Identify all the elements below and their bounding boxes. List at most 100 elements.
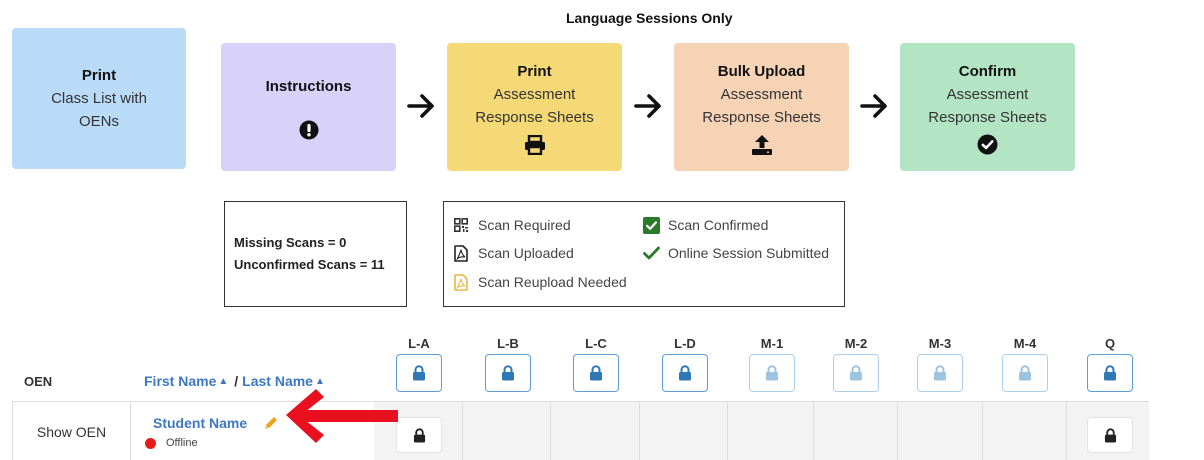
lock-column-button[interactable] <box>573 354 619 392</box>
lock-column-button[interactable] <box>1002 354 1048 392</box>
step-bulk-upload[interactable]: Bulk Upload Assessment Response Sheets <box>674 43 849 171</box>
upload-icon <box>751 134 773 155</box>
lock-column-button[interactable] <box>396 354 442 392</box>
step-title: Instructions <box>265 77 352 95</box>
lock-icon <box>502 365 514 381</box>
lock-icon <box>679 365 691 381</box>
step-title: Confirm <box>958 62 1017 80</box>
column-label: M-1 <box>760 336 784 351</box>
lock-column-button[interactable] <box>833 354 879 392</box>
lock-icon <box>1104 427 1116 442</box>
column-header-l-b: L-B <box>484 336 532 392</box>
column-label: Q <box>1104 336 1116 351</box>
step-line: Response Sheets <box>702 108 821 126</box>
column-header-oen: OEN <box>24 374 53 389</box>
legend-scan-uploaded: Scan Uploaded <box>452 244 574 262</box>
column-label: M-3 <box>928 336 952 351</box>
step-line: Response Sheets <box>928 108 1047 126</box>
lock-icon <box>1104 365 1116 381</box>
cell-m-3 <box>898 402 983 460</box>
qr-code-icon <box>452 216 470 234</box>
legend-label: Scan Reupload Needed <box>478 274 627 290</box>
step-instructions[interactable]: Instructions <box>221 43 396 171</box>
lock-icon <box>590 365 602 381</box>
step-line: Assessment <box>946 85 1029 103</box>
lock-column-button[interactable] <box>749 354 795 392</box>
exclamation-circle-icon <box>299 120 319 140</box>
cell-m-4 <box>983 402 1067 460</box>
column-label: L-A <box>408 336 430 351</box>
cell-l-a <box>374 402 463 460</box>
sort-both-icon[interactable]: ▲ <box>218 375 229 387</box>
step-print-class-list[interactable]: Print Class List with OENs <box>12 28 186 169</box>
step-line: Class List with <box>51 90 147 107</box>
session-lock-button[interactable] <box>1087 417 1133 453</box>
column-label: L-B <box>497 336 519 351</box>
status-dot <box>145 437 156 449</box>
column-header-name: First Name ▲ / Last Name ▲ <box>144 373 327 389</box>
student-name-cell: Student Name Offline <box>131 402 374 460</box>
cell-m-1 <box>728 402 814 460</box>
legend-box: Scan Required Scan Uploaded Scan Reuploa… <box>443 201 845 307</box>
legend-label: Scan Uploaded <box>478 245 574 261</box>
printer-icon <box>524 134 546 155</box>
column-header-l-c: L-C <box>572 336 620 392</box>
column-header-l-a: L-A <box>395 336 443 392</box>
cell-m-2 <box>814 402 898 460</box>
arrow-right-icon <box>860 94 887 118</box>
cell-l-d <box>640 402 728 460</box>
step-title: Print <box>517 62 552 80</box>
table-row: Show OEN Student Name Offline <box>12 401 1149 460</box>
step-line: OENs <box>78 113 119 130</box>
sort-asc-icon[interactable]: ▲ <box>314 375 325 387</box>
lock-column-button[interactable] <box>485 354 531 392</box>
column-header-m-4: M-4 <box>1001 336 1049 392</box>
legend-scan-confirmed: Scan Confirmed <box>642 216 768 234</box>
lock-column-button[interactable] <box>662 354 708 392</box>
step-line: Assessment <box>493 85 576 103</box>
legend-label: Online Session Submitted <box>668 245 830 261</box>
lock-icon <box>766 365 778 381</box>
session-lock-button[interactable] <box>396 417 442 453</box>
column-label: M-4 <box>1013 336 1037 351</box>
lock-icon <box>1019 365 1031 381</box>
step-confirm[interactable]: Confirm Assessment Response Sheets <box>900 43 1075 171</box>
lock-column-button[interactable] <box>917 354 963 392</box>
cell-l-b <box>463 402 551 460</box>
arrow-right-icon <box>634 94 661 118</box>
step-title: Bulk Upload <box>717 62 806 80</box>
pdf-file-icon <box>452 244 470 262</box>
lock-icon <box>413 365 425 381</box>
checkmark-icon <box>642 244 660 262</box>
unconfirmed-scans-count: Unconfirmed Scans = 11 <box>234 257 385 272</box>
session-label: Language Sessions Only <box>566 10 733 26</box>
step-line: Assessment <box>720 85 803 103</box>
student-name-link[interactable]: Student Name <box>153 415 248 431</box>
missing-scans-count: Missing Scans = 0 <box>234 235 347 250</box>
legend-scan-reupload-needed: Scan Reupload Needed <box>452 273 627 291</box>
cell-q <box>1067 402 1149 460</box>
column-label: L-C <box>585 336 607 351</box>
scan-stats-box: Missing Scans = 0 Unconfirmed Scans = 11 <box>224 201 407 307</box>
name-separator: / <box>234 373 239 389</box>
show-oen-button[interactable]: Show OEN <box>12 402 131 460</box>
column-label: M-2 <box>844 336 868 351</box>
edit-pencil-icon[interactable] <box>263 415 279 436</box>
lock-icon <box>850 365 862 381</box>
cell-l-c <box>551 402 640 460</box>
lock-column-button[interactable] <box>1087 354 1133 392</box>
lock-icon <box>413 427 425 442</box>
legend-online-session-submitted: Online Session Submitted <box>642 244 829 262</box>
sort-first-name-link[interactable]: First Name <box>144 373 217 389</box>
check-circle-icon <box>977 134 998 155</box>
column-label: L-D <box>674 336 696 351</box>
column-header-m-3: M-3 <box>916 336 964 392</box>
legend-label: Scan Confirmed <box>668 217 769 233</box>
column-header-m-1: M-1 <box>748 336 796 392</box>
checked-box-icon <box>642 216 660 234</box>
column-header-l-d: L-D <box>661 336 709 392</box>
lock-icon <box>934 365 946 381</box>
arrow-right-icon <box>407 94 434 118</box>
sort-last-name-link[interactable]: Last Name <box>242 373 313 389</box>
step-print-response-sheets[interactable]: Print Assessment Response Sheets <box>447 43 622 171</box>
